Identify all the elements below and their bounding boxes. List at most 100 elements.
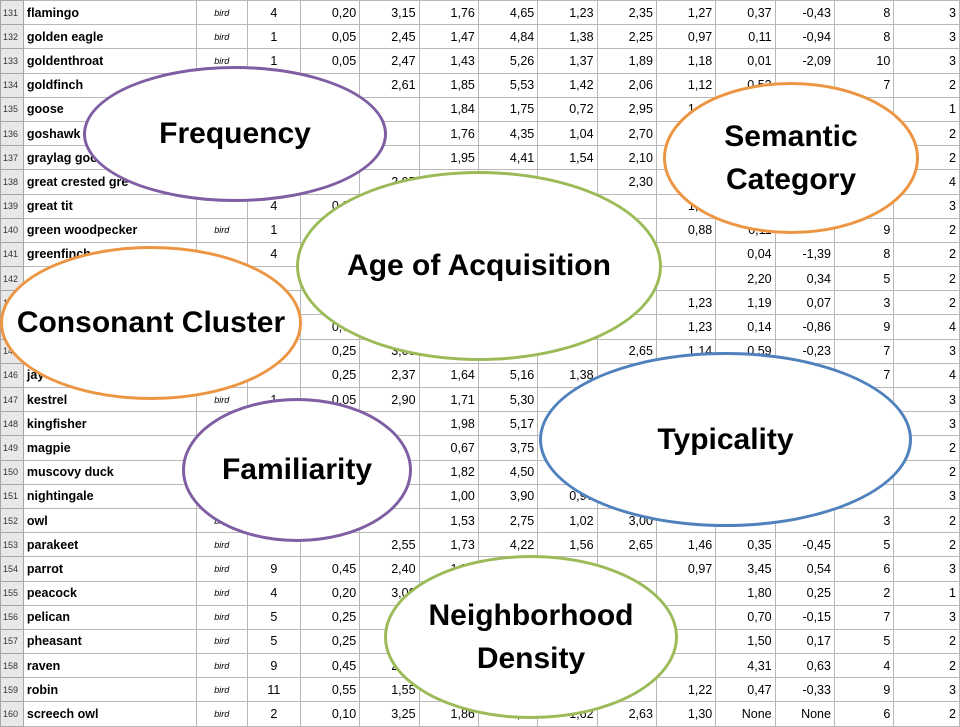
table-cell[interactable]: pelican: [22, 604, 197, 630]
table-cell[interactable]: 2,06: [596, 72, 657, 98]
row-number[interactable]: 140: [0, 217, 24, 243]
table-cell[interactable]: 0,25: [299, 362, 361, 389]
row-number[interactable]: 155: [0, 580, 24, 606]
table-cell[interactable]: 6: [833, 556, 895, 582]
table-cell[interactable]: 1: [246, 217, 301, 243]
table-cell[interactable]: 10: [833, 48, 895, 74]
table-cell[interactable]: 3: [893, 483, 960, 509]
row-number[interactable]: 134: [0, 72, 24, 98]
table-cell[interactable]: 0,25: [299, 338, 361, 364]
table-cell[interactable]: 3,90: [477, 483, 539, 509]
table-cell[interactable]: 1,30: [655, 701, 717, 727]
table-cell[interactable]: bird: [195, 24, 248, 50]
table-cell[interactable]: 1,95: [418, 145, 479, 171]
table-cell[interactable]: owl: [22, 507, 197, 534]
table-cell[interactable]: 2: [893, 266, 960, 292]
table-cell[interactable]: 1,38: [537, 24, 598, 50]
table-cell[interactable]: 1,56: [537, 532, 598, 558]
table-cell[interactable]: 4,41: [477, 145, 539, 171]
table-cell[interactable]: 0,97: [655, 24, 717, 50]
table-cell[interactable]: 0,63: [774, 653, 835, 679]
table-cell[interactable]: 2: [893, 701, 960, 727]
table-cell[interactable]: 1,23: [655, 290, 717, 316]
table-cell[interactable]: 1,46: [655, 532, 717, 558]
table-cell[interactable]: 2,55: [359, 532, 420, 558]
table-cell[interactable]: 4: [893, 362, 960, 389]
table-cell[interactable]: 1,19: [715, 290, 776, 316]
table-cell[interactable]: 0,25: [299, 628, 361, 655]
table-cell[interactable]: 1,23: [655, 314, 717, 340]
table-cell[interactable]: 1: [246, 24, 301, 50]
table-cell[interactable]: -2,09: [774, 48, 835, 74]
table-cell[interactable]: 1,64: [418, 362, 479, 389]
table-cell[interactable]: 2,45: [359, 24, 420, 50]
row-number[interactable]: 136: [0, 120, 24, 147]
table-cell[interactable]: [655, 266, 717, 292]
table-cell[interactable]: 0,55: [299, 677, 361, 703]
table-cell[interactable]: 4,65: [477, 0, 539, 26]
table-cell[interactable]: 0,88: [655, 217, 717, 243]
row-number[interactable]: 156: [0, 604, 24, 630]
table-cell[interactable]: -0,45: [774, 532, 835, 558]
table-cell[interactable]: 4,22: [477, 532, 539, 558]
table-cell[interactable]: 1,80: [715, 580, 776, 606]
table-cell[interactable]: 0,01: [715, 48, 776, 74]
table-cell[interactable]: 2,10: [596, 145, 657, 171]
table-cell[interactable]: bird: [195, 701, 248, 727]
row-number[interactable]: 148: [0, 411, 24, 437]
table-cell[interactable]: golden eagle: [22, 24, 197, 50]
table-cell[interactable]: 1: [893, 96, 960, 122]
table-cell[interactable]: 3: [893, 0, 960, 26]
row-number[interactable]: 150: [0, 459, 24, 485]
table-cell[interactable]: peacock: [22, 580, 197, 606]
table-cell[interactable]: parakeet: [22, 532, 197, 558]
table-cell[interactable]: 9: [246, 556, 301, 582]
table-cell[interactable]: 0,34: [774, 266, 835, 292]
table-cell[interactable]: -0,15: [774, 604, 835, 630]
table-cell[interactable]: bird: [195, 604, 248, 630]
row-number[interactable]: 158: [0, 653, 24, 679]
table-cell[interactable]: 3: [893, 386, 960, 413]
table-cell[interactable]: 0,17: [774, 628, 835, 655]
table-cell[interactable]: 2,95: [596, 96, 657, 122]
table-cell[interactable]: None: [715, 701, 776, 727]
table-cell[interactable]: 2,90: [359, 386, 420, 413]
table-cell[interactable]: 5: [246, 604, 301, 630]
table-cell[interactable]: [655, 580, 717, 606]
table-cell[interactable]: 3: [893, 48, 960, 74]
table-cell[interactable]: 1,00: [418, 483, 479, 509]
table-cell[interactable]: 1,85: [418, 72, 479, 98]
table-cell[interactable]: 5: [246, 628, 301, 655]
table-cell[interactable]: 3: [893, 338, 960, 364]
table-cell[interactable]: 3: [893, 677, 960, 703]
table-cell[interactable]: 2,30: [596, 169, 657, 195]
table-cell[interactable]: 3: [893, 24, 960, 50]
table-cell[interactable]: 3,15: [359, 0, 420, 26]
table-cell[interactable]: -0,33: [774, 677, 835, 703]
table-cell[interactable]: 6: [833, 701, 895, 727]
table-cell[interactable]: pheasant: [22, 628, 197, 655]
row-number[interactable]: 146: [0, 362, 24, 389]
table-cell[interactable]: 4: [246, 241, 301, 268]
table-cell[interactable]: 5: [833, 266, 895, 292]
table-cell[interactable]: 0,47: [715, 677, 776, 703]
table-cell[interactable]: 2,40: [359, 556, 420, 582]
table-cell[interactable]: 1,04: [537, 120, 598, 147]
table-cell[interactable]: 1,50: [715, 628, 776, 655]
table-cell[interactable]: 2,75: [477, 507, 539, 534]
table-cell[interactable]: parrot: [22, 556, 197, 582]
table-cell[interactable]: 1,18: [655, 48, 717, 74]
table-cell[interactable]: 2,65: [596, 532, 657, 558]
row-number[interactable]: 139: [0, 193, 24, 219]
row-number[interactable]: 152: [0, 507, 24, 534]
row-number[interactable]: 153: [0, 532, 24, 558]
table-cell[interactable]: 1,75: [477, 96, 539, 122]
row-number[interactable]: 133: [0, 48, 24, 74]
table-cell[interactable]: 0,20: [299, 0, 361, 26]
table-cell[interactable]: 0,45: [299, 653, 361, 679]
table-cell[interactable]: 5,16: [477, 362, 539, 389]
table-cell[interactable]: 0,70: [715, 604, 776, 630]
table-cell[interactable]: 0,67: [418, 435, 479, 461]
table-cell[interactable]: bird: [195, 677, 248, 703]
table-cell[interactable]: 0,97: [655, 556, 717, 582]
